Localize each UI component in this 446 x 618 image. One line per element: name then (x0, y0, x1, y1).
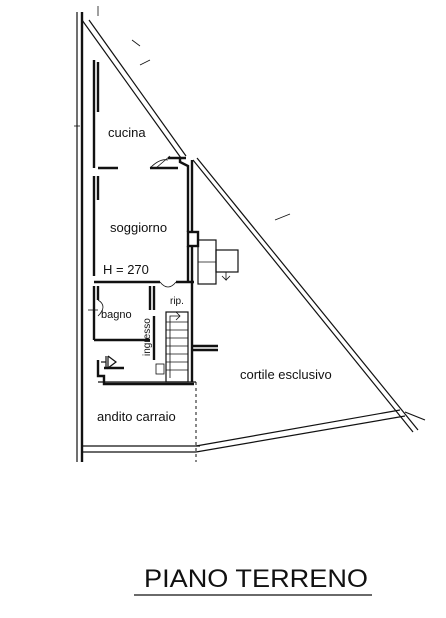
area-label-andito: andito carraio (97, 409, 176, 424)
room-label-bagno: bagno (101, 309, 132, 321)
plan-title: PIANO TERRENO (144, 565, 368, 593)
wall-details (74, 125, 165, 375)
staircase (165, 311, 189, 383)
ceiling-height-label: H = 270 (103, 262, 149, 277)
doors (88, 155, 177, 317)
area-label-cortile: cortile esclusivo (240, 367, 332, 382)
courtyard-bottom-edge (195, 409, 426, 453)
room-label-ingresso: ingresso (142, 318, 153, 356)
diagonal-boundary (81, 19, 419, 433)
entrance-arrow-icon (101, 355, 117, 370)
lot-boundary (76, 6, 200, 462)
room-label-soggiorno: soggiorno (110, 220, 167, 235)
room-label-ripostiglio: rip. (170, 296, 184, 307)
room-label-cucina: cucina (108, 125, 146, 140)
exterior-step (197, 239, 239, 285)
